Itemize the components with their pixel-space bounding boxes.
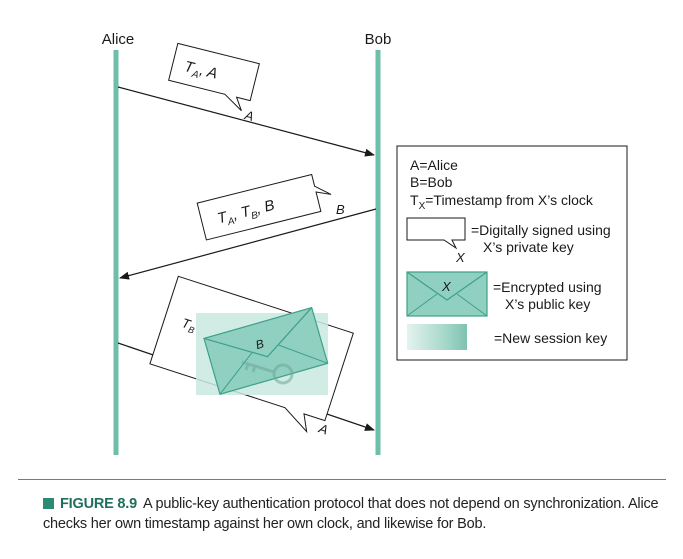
- session-key-icon: [407, 324, 467, 350]
- key-icon: [241, 360, 294, 385]
- legend-bob: B=Bob: [410, 174, 453, 190]
- signed-note-icon: [406, 217, 466, 250]
- legend-signed-line2: X’s private key: [483, 239, 574, 255]
- caption-marker-square: [43, 498, 54, 509]
- legend-alice: A=Alice: [410, 157, 458, 173]
- message-2-signed-note: TA, TB, B: [196, 173, 332, 241]
- caption-text: A public-key authentication protocol tha…: [43, 496, 659, 532]
- bob-label: Bob: [365, 31, 392, 48]
- legend-encrypted-line1: =Encrypted using: [493, 279, 602, 295]
- caption-label: FIGURE 8.9: [60, 496, 137, 512]
- legend-encrypted-symbol: X: [441, 279, 452, 294]
- message-3-signer: A: [316, 420, 330, 437]
- message-2-arrow: [119, 208, 377, 280]
- envelope-owner-label: B: [254, 336, 266, 352]
- protocol-diagram: Alice Bob TA, A A TA, TB, B B TB B A: [102, 31, 628, 455]
- legend-session-key: =New session key: [494, 330, 607, 346]
- message-2-signer: B: [336, 202, 345, 217]
- alice-label: Alice: [102, 31, 135, 48]
- legend-signed-symbol: X: [455, 250, 466, 265]
- message-1-arrow: [117, 86, 375, 157]
- legend-timestamp: TX=Timestamp from X’s clock: [410, 192, 594, 212]
- legend-signed-line1: =Digitally signed using: [471, 222, 611, 238]
- legend: A=Alice B=Bob TX=Timestamp from X’s cloc…: [396, 145, 628, 361]
- encrypted-envelope-icon: [406, 271, 488, 317]
- message-1-signed-note: TA, A: [168, 42, 260, 112]
- message-1-signer: A: [242, 107, 255, 124]
- caption-divider: [18, 479, 666, 480]
- legend-encrypted-line2: X’s public key: [505, 296, 590, 312]
